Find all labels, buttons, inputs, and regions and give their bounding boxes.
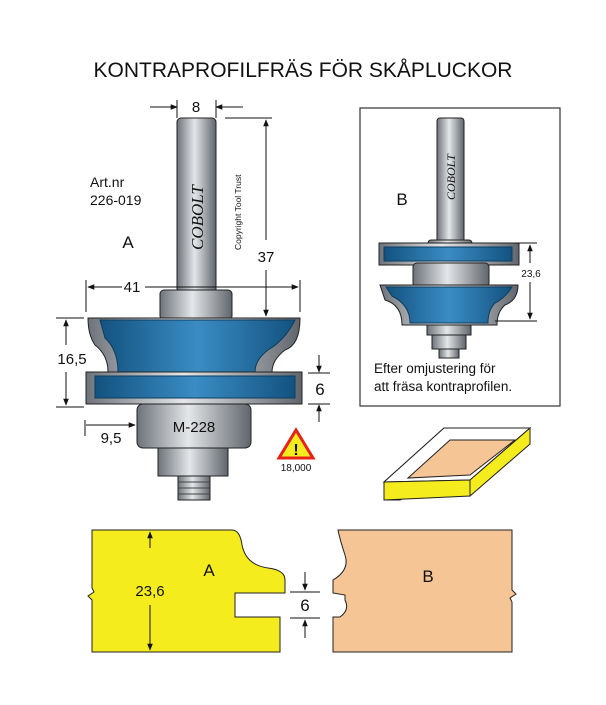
profile-a: 23,6 A (87, 529, 286, 653)
nut (157, 447, 229, 477)
door-corner-illustration (382, 426, 532, 501)
tool-b-panel: COBOLT B 23,6 Efter omjustering för att … (359, 107, 561, 407)
dim-groove: 6 (315, 380, 324, 399)
profile-a-label: A (203, 561, 215, 580)
warning-icon: ! (276, 427, 316, 460)
slot-cutter (94, 375, 296, 399)
tool-a: COBOLT M-228 Art.nr 226-019 A Copyright … (56, 99, 330, 501)
brand-logo-b: COBOLT (444, 153, 458, 200)
svg-text:!: ! (293, 442, 298, 459)
tool-b-dimension: 23,6 (521, 269, 541, 280)
copyright-text: Copyright Tool Trust (233, 174, 243, 250)
dim-height: 16,5 (57, 351, 86, 368)
tool-b-label: B (396, 190, 407, 209)
brand-logo: COBOLT (188, 184, 207, 250)
profile-b: B (332, 529, 517, 653)
cutter-body (99, 319, 296, 373)
art-label: Art.nr (90, 174, 125, 190)
tool-a-label: A (122, 233, 134, 252)
collar (159, 289, 233, 321)
caption-line2: att fräsa kontraprofilen. (374, 379, 512, 394)
art-number: 226-019 (90, 192, 142, 208)
dim-length: 37 (258, 249, 275, 266)
page-title: KONTRAPROFILFRÄS FÖR SKÅPLUCKOR (94, 59, 513, 82)
warning-rpm: 18,000 (281, 463, 312, 474)
profile-b-label: B (422, 567, 433, 586)
bearing-label: M-228 (173, 419, 216, 436)
dim-shank: 8 (192, 99, 200, 116)
dim-offset: 9,5 (101, 430, 122, 447)
caption-line1: Efter omjustering för (374, 361, 496, 376)
dim-diameter: 41 (124, 279, 141, 296)
profile-a-height: 23,6 (135, 583, 164, 600)
profile-groove: 6 (300, 596, 309, 615)
groove-dimension: 6 (290, 572, 320, 638)
